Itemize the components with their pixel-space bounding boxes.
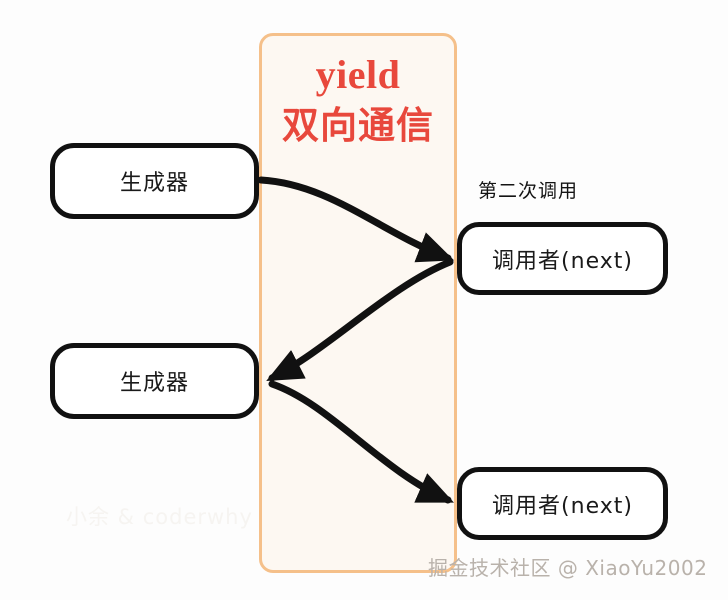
node-generator-2[interactable]: 生成器 (50, 343, 259, 419)
yield-highlight-panel (259, 33, 457, 573)
node-caller-2-label: 调用者(next) (492, 493, 633, 519)
node-generator-2-label: 生成器 (119, 371, 189, 396)
node-caller-1[interactable]: 调用者(next) (457, 222, 668, 295)
node-caller-2[interactable]: 调用者(next) (457, 467, 668, 540)
node-generator-1-label: 生成器 (119, 171, 189, 196)
watermark-bottom-right: 掘金技术社区 @ XiaoYu2002 (428, 556, 708, 580)
watermark-left: 小余 & coderwhy (66, 505, 253, 529)
node-caller-1-label: 调用者(next) (492, 248, 633, 274)
label-second-call: 第二次调用 (478, 180, 579, 202)
node-generator-1[interactable]: 生成器 (50, 143, 259, 219)
